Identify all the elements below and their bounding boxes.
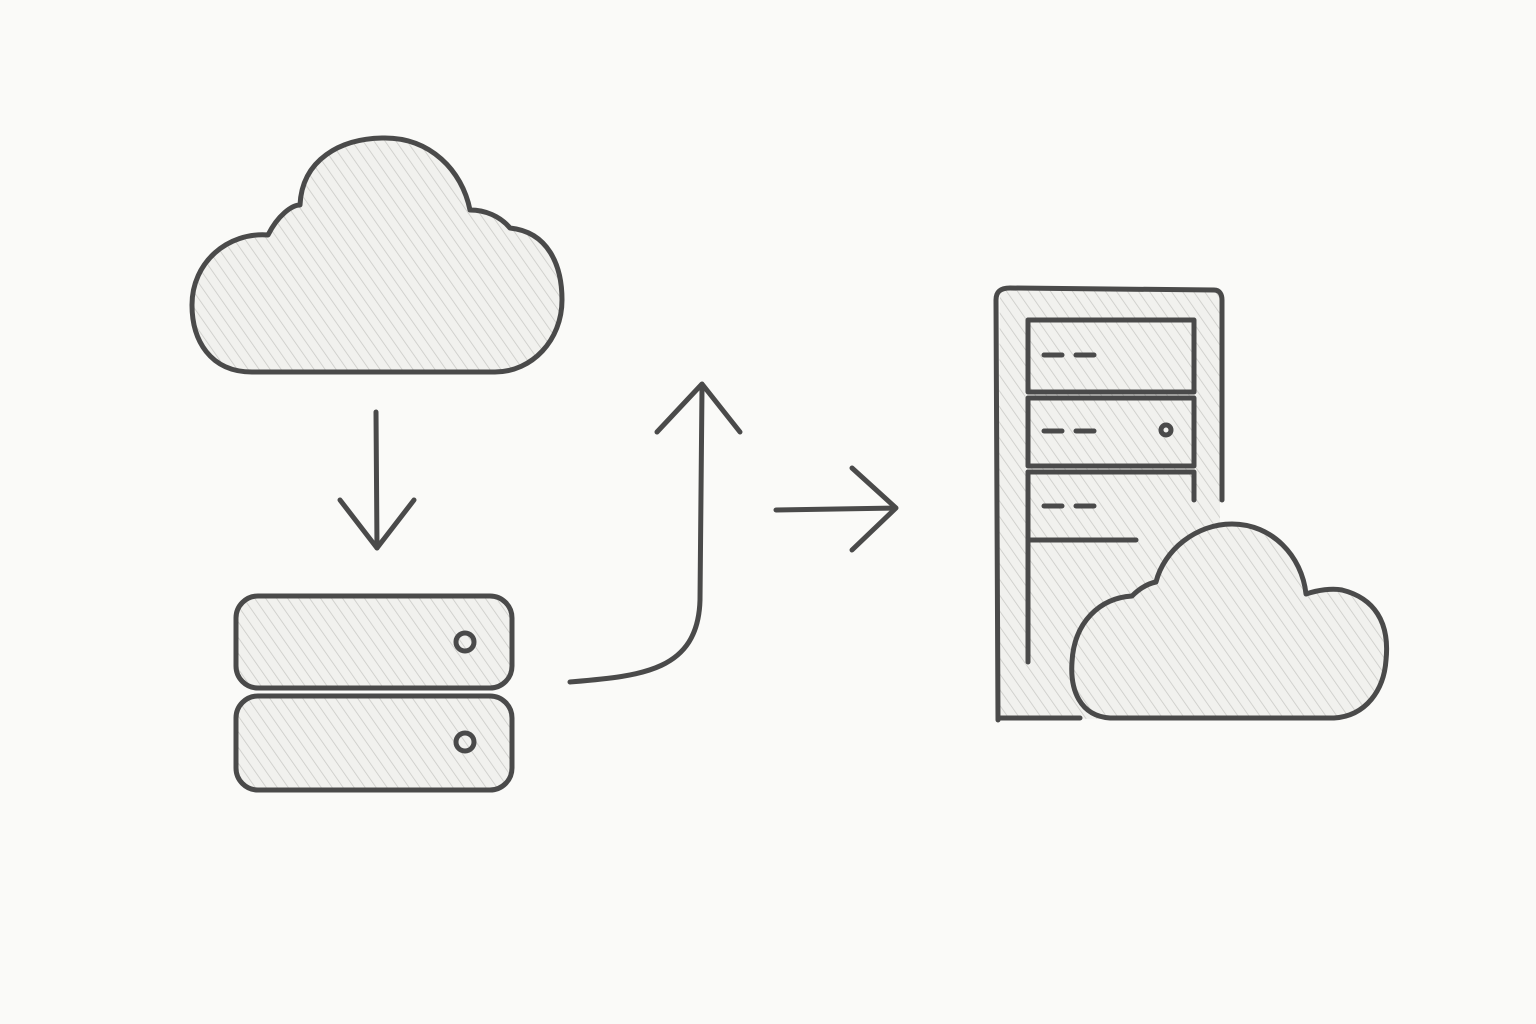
status-led-icon (1158, 422, 1174, 438)
server-unit-top (233, 593, 515, 691)
arrow-down-icon (337, 409, 417, 551)
server-unit-bottom (233, 693, 515, 793)
curved-arrow-up-icon (567, 381, 743, 685)
cloud-destination-icon (1069, 521, 1390, 721)
status-led-icon (453, 730, 477, 754)
drive-bay-2 (1025, 395, 1197, 469)
server-stack-icon (233, 593, 515, 793)
drive-bay-1 (1025, 317, 1197, 395)
arrow-right-icon (773, 465, 899, 553)
status-led-icon (453, 630, 477, 654)
cloud-source-icon (189, 135, 565, 375)
drive-bay-3 (1025, 469, 1197, 665)
